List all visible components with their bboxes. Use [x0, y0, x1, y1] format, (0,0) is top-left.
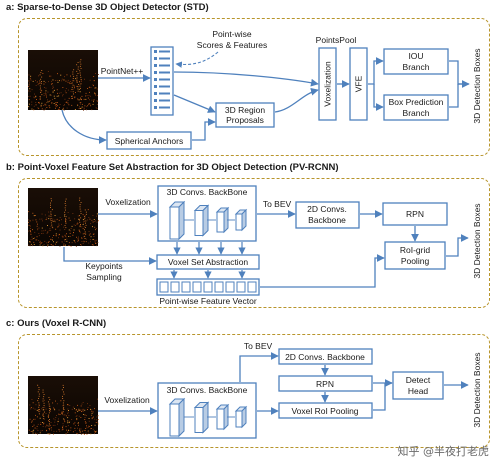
section-a: PointNet++ Point-wise Scores & Features	[28, 29, 482, 150]
rpn-label-b: RPN	[406, 209, 424, 219]
backbone2d-label-line2: Backbone	[308, 215, 346, 225]
section-c-frame	[18, 334, 490, 448]
voxelization-box-a	[318, 47, 337, 121]
keypoints-label-line2: Sampling	[86, 272, 122, 282]
vfe-label: VFE	[354, 75, 364, 92]
detection-boxes-label-a: 3D Detection Boxes	[472, 48, 482, 123]
section-c: Voxelization 3D Convs. BackBone To BEV 2…	[28, 341, 482, 439]
pointwise-feature-vector	[156, 278, 260, 296]
to-bev-label-c: To BEV	[244, 341, 273, 351]
region-label-line1: 3D Region	[225, 105, 265, 115]
voxel-roi-pooling-label: Voxel RoI Pooling	[291, 406, 358, 416]
to-bev-label-b: To BEV	[263, 199, 292, 209]
pointspool-label: PointsPool	[316, 35, 357, 45]
point-cloud-image-c	[28, 376, 99, 435]
keypoints-label-line1: Keypoints	[85, 261, 122, 271]
rpn-box-c	[278, 375, 373, 392]
voxelization-label-c: Voxelization	[104, 395, 150, 405]
box-prediction-branch-box	[383, 94, 449, 121]
watermark: 知乎 @半夜打老虎	[397, 445, 490, 458]
section-a-frame	[18, 18, 490, 156]
detection-boxes-label-c: 3D Detection Boxes	[472, 352, 482, 427]
backbone2d-label-line1: 2D Convs.	[307, 204, 347, 214]
spherical-anchors-label: Spherical Anchors	[115, 136, 184, 146]
roigrid-pooling-box	[384, 241, 446, 270]
detect-label-line1: Detect	[406, 375, 431, 385]
boxpred-label-line1: Box Prediction	[389, 97, 444, 107]
roigrid-label-line1: RoI-grid	[400, 245, 431, 255]
backbone2d-box-c	[278, 348, 373, 365]
rpn-box-b	[382, 202, 448, 226]
roigrid-label-line2: Pooling	[401, 256, 430, 266]
voxelization-label-b: Voxelization	[105, 197, 151, 207]
section-c-title: c: Ours (Voxel R-CNN)	[6, 318, 107, 329]
backbone3d-label-c: 3D Convs. BackBone	[167, 385, 248, 395]
rpn-label-c: RPN	[316, 379, 334, 389]
point-cloud-image-a	[28, 50, 99, 111]
region-label-line2: Proposals	[226, 115, 264, 125]
spherical-anchors-box	[106, 131, 192, 150]
backbone2d-box-b	[295, 201, 360, 229]
iou-branch-box	[383, 48, 449, 75]
backbone3d-label-b: 3D Convs. BackBone	[167, 187, 248, 197]
pointnet-label: PointNet++	[101, 66, 144, 76]
voxel-set-abstraction-label: Voxel Set Abstraction	[168, 257, 249, 267]
feature-column-rows	[154, 50, 170, 109]
section-b: Voxelization 3D Convs. BackBone To BEV 2…	[28, 185, 482, 306]
detect-label-line2: Head	[408, 386, 429, 396]
conv-cubes-b	[168, 200, 248, 241]
iou-label-line1: IOU	[408, 51, 423, 61]
scores-label-line2: Scores & Features	[197, 40, 267, 50]
iou-label-line2: Branch	[403, 62, 430, 72]
scores-callout-arrow	[175, 51, 219, 68]
detect-head-box	[392, 371, 444, 400]
pointwise-vector-label: Point-wise Feature Vector	[159, 296, 256, 306]
backbone2d-label-c: 2D Convs. Backbone	[285, 352, 365, 362]
section-a-title: a: Sparse-to-Dense 3D Object Detector (S…	[6, 2, 209, 13]
detection-boxes-label-b: 3D Detection Boxes	[472, 203, 482, 278]
section-b-frame	[18, 178, 490, 308]
point-cloud-image-b	[28, 188, 99, 247]
region-proposals-box	[215, 102, 275, 128]
boxpred-label-line2: Branch	[403, 108, 430, 118]
vfe-box	[349, 47, 368, 121]
scores-label-line1: Point-wise	[212, 29, 251, 39]
section-b-title: b: Point-Voxel Feature Set Abstraction f…	[6, 162, 339, 173]
conv-cubes-c	[168, 397, 248, 438]
voxel-set-abstraction-box	[156, 254, 260, 270]
voxel-roi-pooling-box	[278, 402, 373, 419]
voxelization-label-a: Voxelization	[323, 61, 333, 107]
